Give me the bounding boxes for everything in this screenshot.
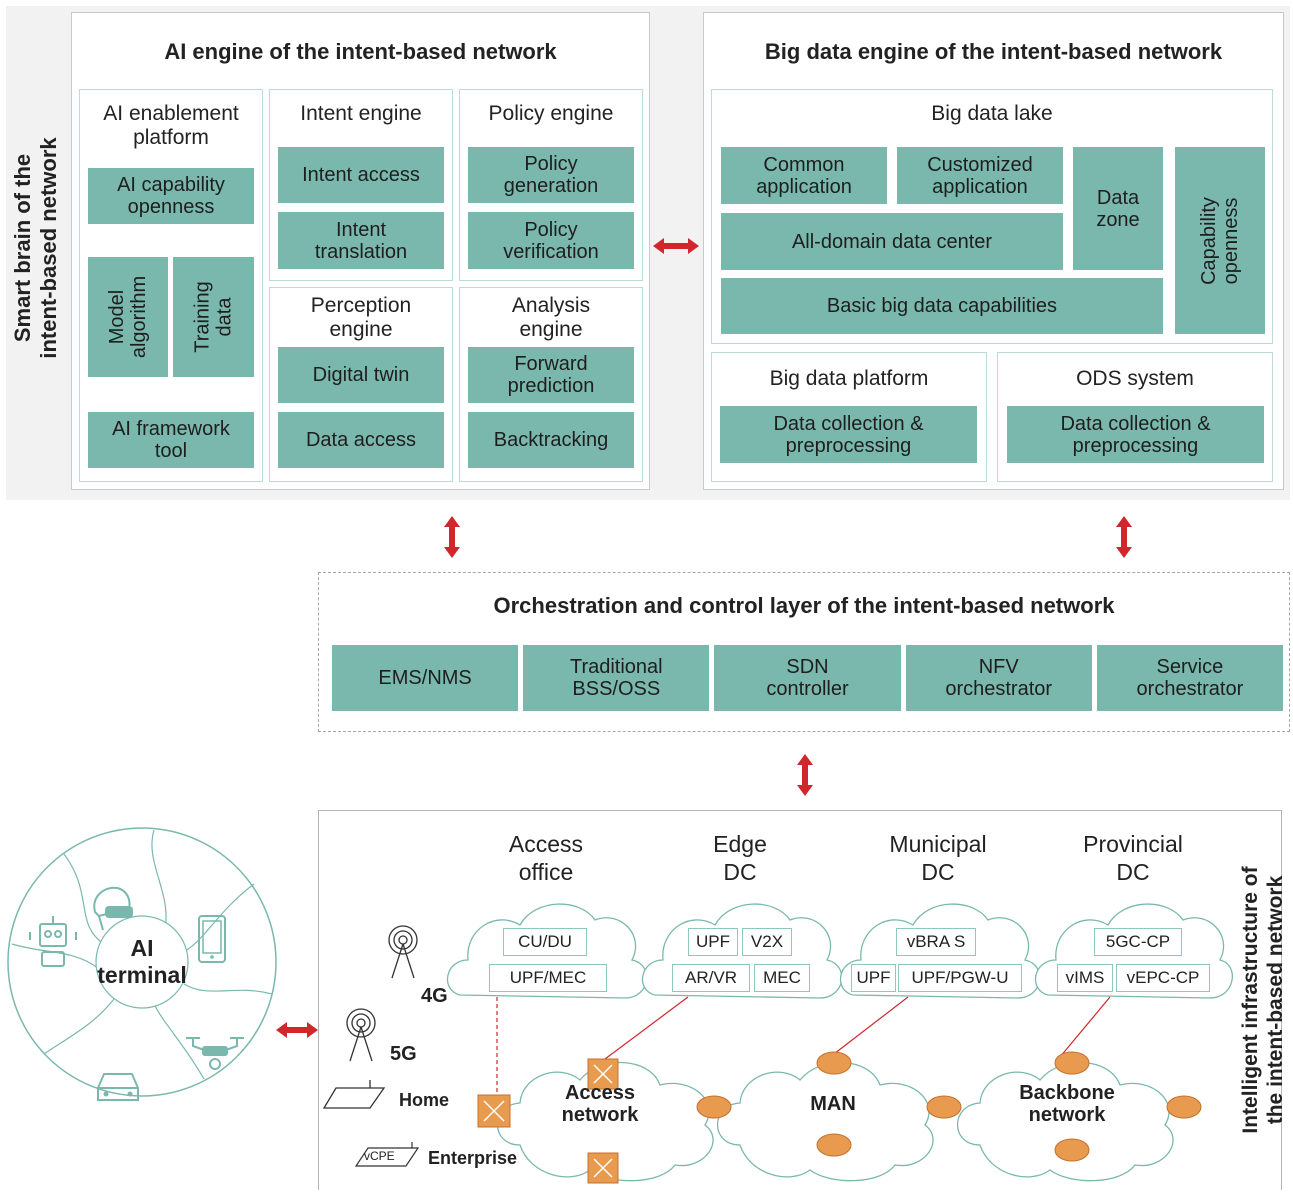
platform-data-collection: Data collection & preprocessing bbox=[720, 406, 977, 463]
vnf-vims: vIMS bbox=[1057, 964, 1113, 992]
nfv-orchestrator: NFV orchestrator bbox=[905, 645, 1092, 711]
man-label: MAN bbox=[810, 1093, 856, 1115]
label-vcpe: vCPE bbox=[364, 1149, 395, 1163]
vnf-5gc-cp: 5GC-CP bbox=[1094, 928, 1182, 956]
smartphone-icon bbox=[198, 915, 226, 963]
ai-framework-tool: AI framework tool bbox=[88, 412, 254, 468]
traditional-bss-oss: Traditional BSS/OSS bbox=[523, 645, 710, 711]
vnf-upf-pgw-u: UPF/PGW-U bbox=[898, 964, 1022, 992]
orchestration-items: EMS/NMS Traditional BSS/OSS SDN controll… bbox=[332, 645, 1284, 711]
training-data: Training data bbox=[173, 257, 254, 377]
customized-application: Customized application bbox=[897, 147, 1063, 204]
ai-capability-openness: AI capability openness bbox=[88, 168, 254, 224]
site-label-access-office: Access office bbox=[508, 831, 584, 885]
forward-prediction: Forward prediction bbox=[468, 347, 634, 403]
vcpe-device-icon bbox=[354, 1142, 420, 1167]
label-5g: 5G bbox=[390, 1043, 417, 1065]
bidirectional-arrow-engines bbox=[653, 238, 699, 254]
ai-terminal-label: AI terminal bbox=[97, 935, 187, 988]
access-network-label: Access network bbox=[561, 1082, 639, 1126]
vnf-cu-du: CU/DU bbox=[503, 928, 587, 956]
robot-icon bbox=[29, 916, 77, 967]
perception-engine-title: Perception engine bbox=[310, 294, 412, 341]
ai-engine-title: AI engine of the intent-based network bbox=[164, 39, 557, 64]
orchestration-title: Orchestration and control layer of the i… bbox=[493, 593, 1115, 618]
vnf-v2x: V2X bbox=[742, 928, 792, 956]
antenna-5g-icon bbox=[346, 1008, 376, 1062]
digital-twin: Digital twin bbox=[278, 347, 444, 403]
vnf-vbras: vBRA S bbox=[896, 928, 976, 956]
bigdata-engine-title: Big data engine of the intent-based netw… bbox=[764, 39, 1223, 64]
bidirectional-arrow-terminal-infra bbox=[276, 1022, 318, 1038]
data-access: Data access bbox=[278, 412, 444, 468]
vnf-vepc-cp: vEPC-CP bbox=[1116, 964, 1210, 992]
big-data-platform-title: Big data platform bbox=[769, 367, 929, 390]
bidirectional-arrow-bigdata-orch bbox=[1116, 516, 1132, 558]
policy-generation: Policy generation bbox=[468, 147, 634, 203]
vnf-upf-edge: UPF bbox=[688, 928, 738, 956]
data-zone: Data zone bbox=[1073, 147, 1163, 270]
vnf-ar-vr: AR/VR bbox=[672, 964, 750, 992]
policy-engine-title: Policy engine bbox=[488, 102, 614, 125]
infrastructure-panel bbox=[318, 810, 1282, 1190]
vnf-mec: MEC bbox=[754, 964, 810, 992]
home-gateway-icon bbox=[322, 1080, 386, 1109]
intent-translation: Intent translation bbox=[278, 212, 444, 269]
vnf-upf-mec: UPF/MEC bbox=[489, 964, 607, 992]
common-application: Common application bbox=[721, 147, 887, 204]
ods-data-collection: Data collection & preprocessing bbox=[1007, 406, 1264, 463]
vr-headset-icon bbox=[93, 886, 133, 931]
service-orchestrator: Service orchestrator bbox=[1096, 645, 1284, 711]
ai-enablement-title: AI enablement platform bbox=[103, 102, 239, 149]
bidirectional-arrow-ai-orch bbox=[444, 516, 460, 558]
antenna-4g-icon bbox=[388, 925, 418, 979]
big-data-lake-title: Big data lake bbox=[931, 102, 1053, 125]
all-domain-data-center: All-domain data center bbox=[721, 213, 1063, 270]
bidirectional-arrow-orch-infra bbox=[797, 754, 813, 796]
site-label-municipal-dc: Municipal DC bbox=[889, 831, 987, 885]
ods-system-title: ODS system bbox=[1076, 367, 1194, 390]
capability-openness: Capability openness bbox=[1175, 147, 1265, 334]
orchestration-layer bbox=[318, 572, 1290, 732]
basic-big-data-capabilities: Basic big data capabilities bbox=[721, 278, 1163, 334]
policy-verification: Policy verification bbox=[468, 212, 634, 269]
car-icon bbox=[97, 1073, 139, 1101]
label-home: Home bbox=[399, 1090, 450, 1110]
model-algorithm: Model algorithm bbox=[88, 257, 168, 377]
label-4g: 4G bbox=[421, 985, 448, 1007]
backtracking: Backtracking bbox=[468, 412, 634, 468]
analysis-engine-title: Analysis engine bbox=[511, 294, 591, 341]
ems-nms: EMS/NMS bbox=[332, 645, 519, 711]
ai-terminal-circle bbox=[7, 827, 277, 1097]
site-label-edge-dc: Edge DC bbox=[713, 831, 767, 885]
intent-access: Intent access bbox=[278, 147, 444, 203]
network-topology bbox=[477, 996, 1202, 1184]
drone-icon bbox=[186, 1037, 244, 1070]
site-label-provincial-dc: Provincial DC bbox=[1083, 831, 1183, 885]
vnf-upf-municipal: UPF bbox=[851, 964, 896, 992]
backbone-network-label: Backbone network bbox=[1019, 1082, 1115, 1126]
sdn-controller: SDN controller bbox=[714, 645, 901, 711]
intent-engine-title: Intent engine bbox=[300, 102, 422, 125]
label-enterprise: Enterprise bbox=[428, 1148, 518, 1168]
